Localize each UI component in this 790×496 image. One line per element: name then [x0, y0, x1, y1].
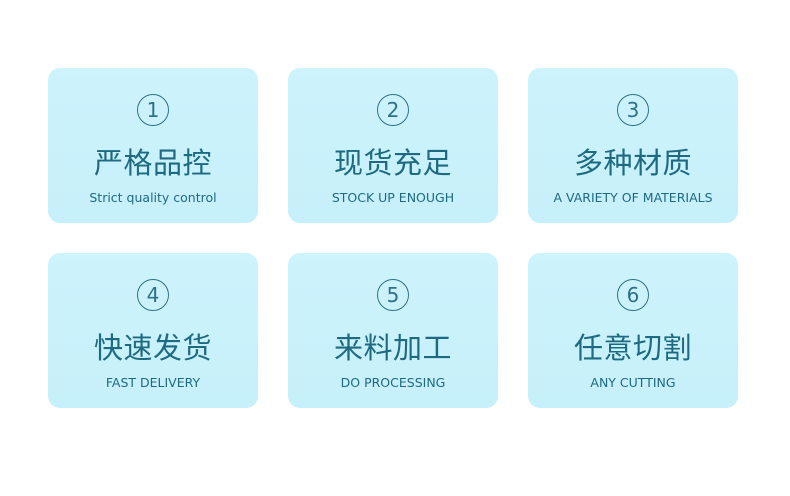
- card-title-zh: 现货充足: [333, 146, 452, 180]
- number-badge-label: 5: [386, 283, 400, 307]
- card-subtitle-en: A VARIETY OF MATERIALS: [553, 189, 713, 205]
- number-badge-6: 6: [617, 279, 649, 311]
- card-title-zh: 多种材质: [573, 146, 692, 180]
- number-badge-3: 3: [617, 94, 649, 126]
- number-badge-2: 2: [377, 94, 409, 126]
- feature-card-processing: 5 来料加工 DO PROCESSING: [288, 253, 498, 408]
- feature-card-materials: 3 多种材质 A VARIETY OF MATERIALS: [528, 68, 738, 223]
- number-badge-5: 5: [377, 279, 409, 311]
- card-title-zh: 快速发货: [93, 331, 212, 365]
- card-subtitle-en: Strict quality control: [89, 189, 217, 205]
- number-badge-4: 4: [137, 279, 169, 311]
- number-badge-label: 3: [626, 98, 640, 122]
- feature-card-delivery: 4 快速发货 FAST DELIVERY: [48, 253, 258, 408]
- card-title-zh: 来料加工: [333, 331, 452, 365]
- number-badge-label: 1: [146, 98, 160, 122]
- card-title-zh: 严格品控: [93, 146, 212, 180]
- number-badge-1: 1: [137, 94, 169, 126]
- card-title-zh: 任意切割: [573, 331, 692, 365]
- number-badge-label: 2: [386, 98, 400, 122]
- features-grid: 1 严格品控 Strict quality control 2 现货充足 STO…: [48, 68, 738, 408]
- card-subtitle-en: FAST DELIVERY: [105, 374, 201, 390]
- number-badge-label: 4: [146, 283, 160, 307]
- card-subtitle-en: ANY CUTTING: [590, 374, 676, 390]
- feature-card-quality-control: 1 严格品控 Strict quality control: [48, 68, 258, 223]
- feature-card-stock: 2 现货充足 STOCK UP ENOUGH: [288, 68, 498, 223]
- card-subtitle-en: DO PROCESSING: [340, 374, 446, 390]
- card-subtitle-en: STOCK UP ENOUGH: [331, 189, 455, 205]
- number-badge-label: 6: [626, 283, 640, 307]
- feature-card-cutting: 6 任意切割 ANY CUTTING: [528, 253, 738, 408]
